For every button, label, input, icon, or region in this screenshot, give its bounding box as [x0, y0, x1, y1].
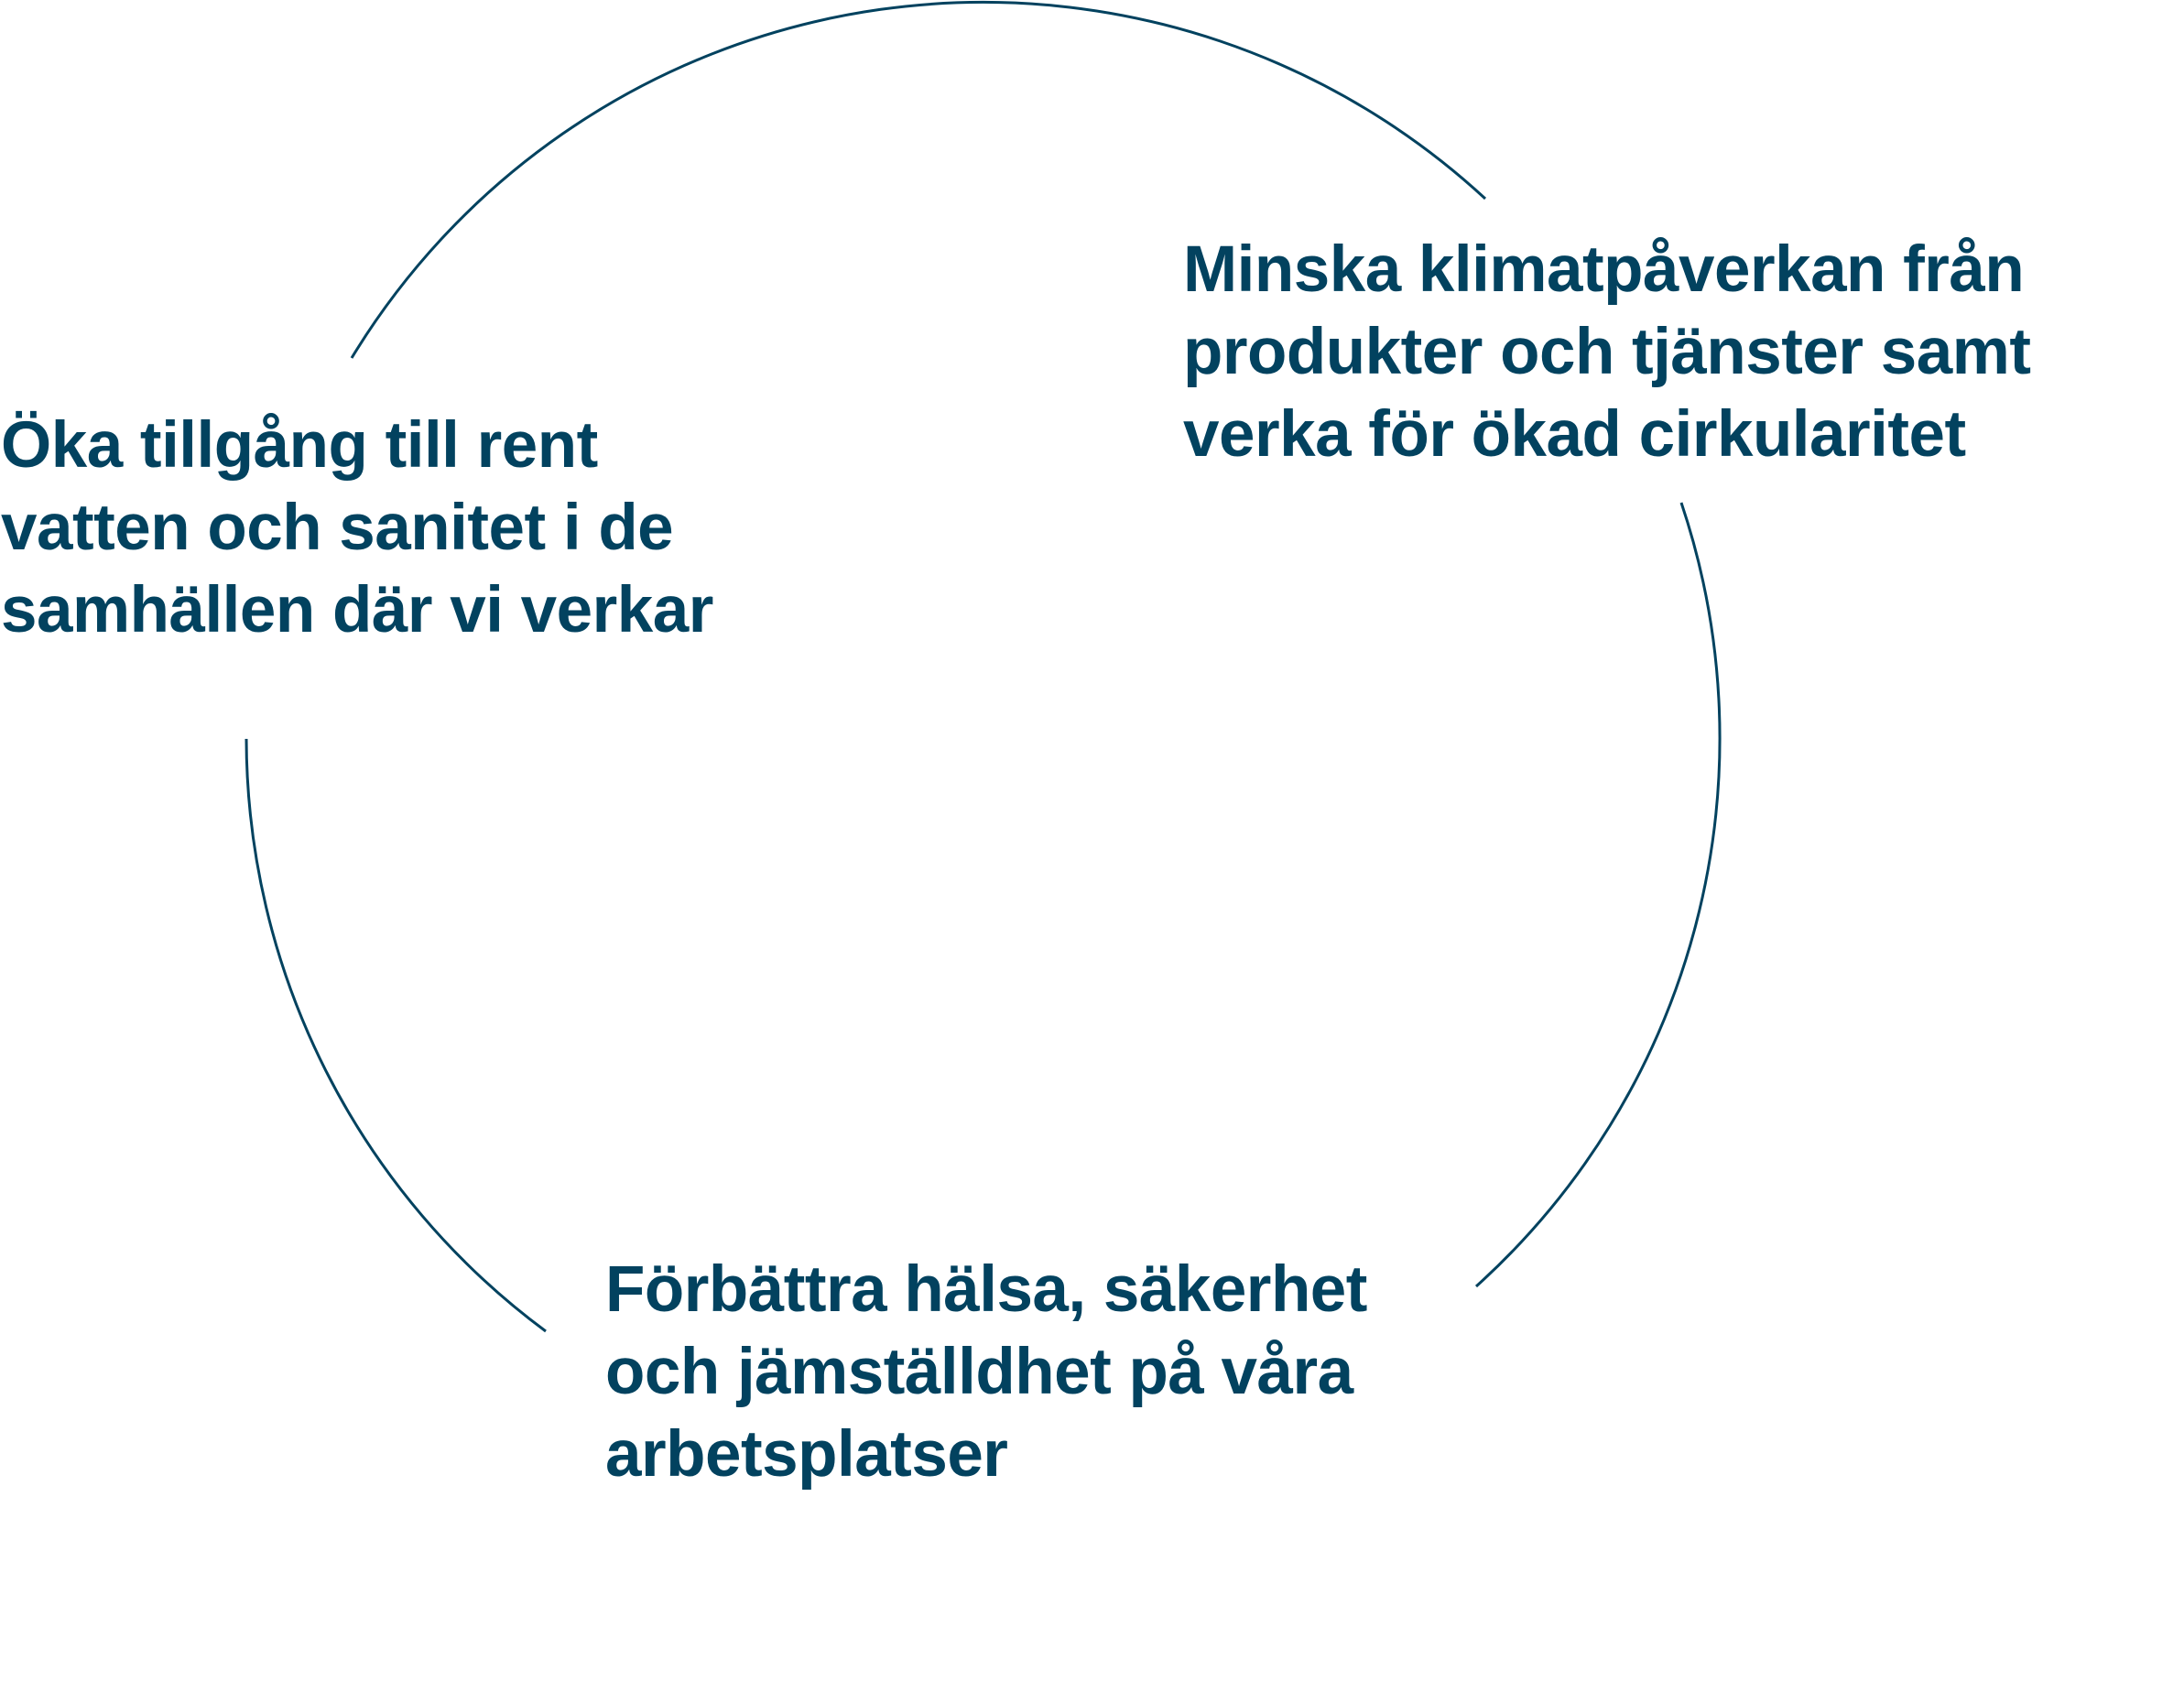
goal-climate: Minska klimatpåverkan från produkter och…: [1183, 229, 2031, 476]
goal-line: Förbättra hälsa, säkerhet: [605, 1253, 1367, 1326]
goal-line: verka för ökad cirkularitet: [1183, 398, 1966, 471]
arc-right: [1474, 502, 1722, 1288]
goal-line: arbetsplatser: [605, 1418, 1008, 1491]
goal-health: Förbättra hälsa, säkerhet och jämställdh…: [605, 1249, 1367, 1496]
goal-line: Minska klimatpåverkan från: [1183, 233, 2025, 306]
goal-line: produkter och tjänster samt: [1183, 316, 2031, 388]
goal-line: Öka tillgång till rent: [1, 409, 598, 482]
goal-line: samhällen där vi verkar: [1, 574, 713, 646]
arc-left: [244, 738, 547, 1333]
goal-line: vatten och sanitet i de: [1, 492, 674, 564]
arc-top: [350, 0, 1487, 359]
goal-water: Öka tillgång till rent vatten och sanite…: [1, 405, 713, 652]
goal-line: och jämställdhet på våra: [605, 1336, 1353, 1408]
